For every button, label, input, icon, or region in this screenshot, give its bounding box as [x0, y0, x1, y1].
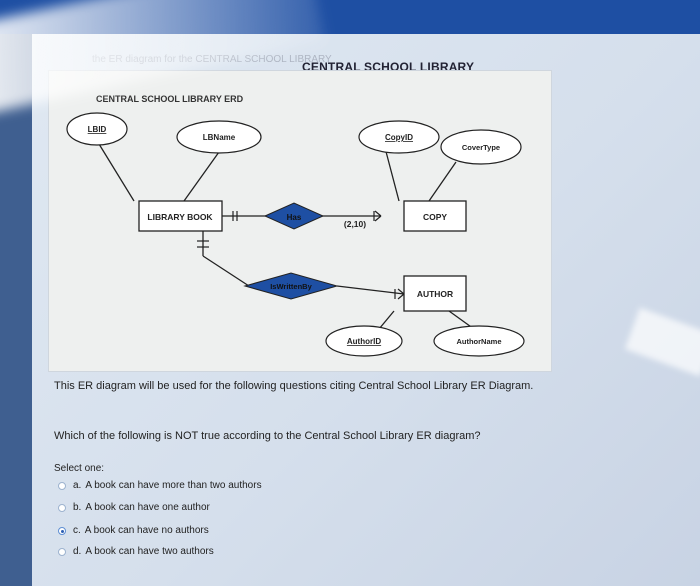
- authorname-attribute: [433, 325, 525, 357]
- copy-label: COPY: [423, 212, 447, 222]
- question-text: Which of the following is NOT true accor…: [54, 430, 481, 442]
- covertype-attribute: [440, 129, 522, 165]
- iswrittenby-relationship: [243, 272, 339, 300]
- has-label: Has: [287, 213, 302, 222]
- option-b-radio[interactable]: [58, 503, 66, 512]
- copy-entity: [403, 200, 467, 232]
- erd-caption: This ER diagram will be used for the fol…: [54, 380, 534, 392]
- cardinality-label: (2,10): [344, 219, 366, 229]
- authorid-label: AuthorID: [347, 337, 381, 346]
- lbname-attribute: [176, 120, 262, 154]
- option-b-letter: b.: [73, 502, 82, 513]
- covertype-label: CoverType: [462, 143, 500, 152]
- option-a-letter: a.: [73, 480, 82, 491]
- erd-title: CENTRAL SCHOOL LIBRARY ERD: [96, 94, 244, 104]
- has-relationship: [263, 202, 325, 230]
- option-d-letter: d.: [73, 546, 82, 557]
- option-c[interactable]: c. A book can have no authors: [58, 525, 209, 536]
- lbid-attribute: [66, 112, 128, 146]
- erd-image: LIBRARY BOOK COPY AUTHOR Has IsWrittenBy…: [48, 70, 552, 372]
- option-c-letter: c.: [73, 525, 81, 536]
- quiz-page: the ER diagram for the CENTRAL SCHOOL LI…: [32, 34, 700, 586]
- authorid-attribute: [325, 325, 403, 357]
- library-book-label: LIBRARY BOOK: [147, 212, 213, 222]
- option-c-text: A book can have no authors: [84, 525, 209, 536]
- option-d[interactable]: d. A book can have two authors: [58, 546, 214, 557]
- select-one-label: Select one:: [54, 463, 105, 474]
- option-d-text: A book can have two authors: [85, 546, 214, 557]
- option-c-radio[interactable]: [58, 526, 66, 535]
- library-book-entity: [138, 200, 223, 232]
- author-entity: [403, 275, 467, 312]
- option-b[interactable]: b. A book can have one author: [58, 502, 210, 513]
- erd-diagram: LIBRARY BOOK COPY AUTHOR Has IsWrittenBy…: [66, 112, 525, 357]
- copyid-attribute: [358, 120, 440, 154]
- option-a[interactable]: a. A book can have more than two authors: [58, 480, 262, 491]
- iswrittenby-label: IsWrittenBy: [270, 282, 312, 291]
- option-d-radio[interactable]: [58, 547, 66, 556]
- option-b-text: A book can have one author: [85, 502, 210, 513]
- option-a-text: A book can have more than two authors: [85, 480, 262, 491]
- author-label: AUTHOR: [417, 289, 453, 299]
- copyid-label: CopyID: [385, 133, 413, 142]
- authorname-label: AuthorName: [456, 337, 501, 346]
- lbname-label: LBName: [203, 133, 236, 142]
- option-a-radio[interactable]: [58, 481, 66, 490]
- lbid-label: LBID: [88, 125, 107, 134]
